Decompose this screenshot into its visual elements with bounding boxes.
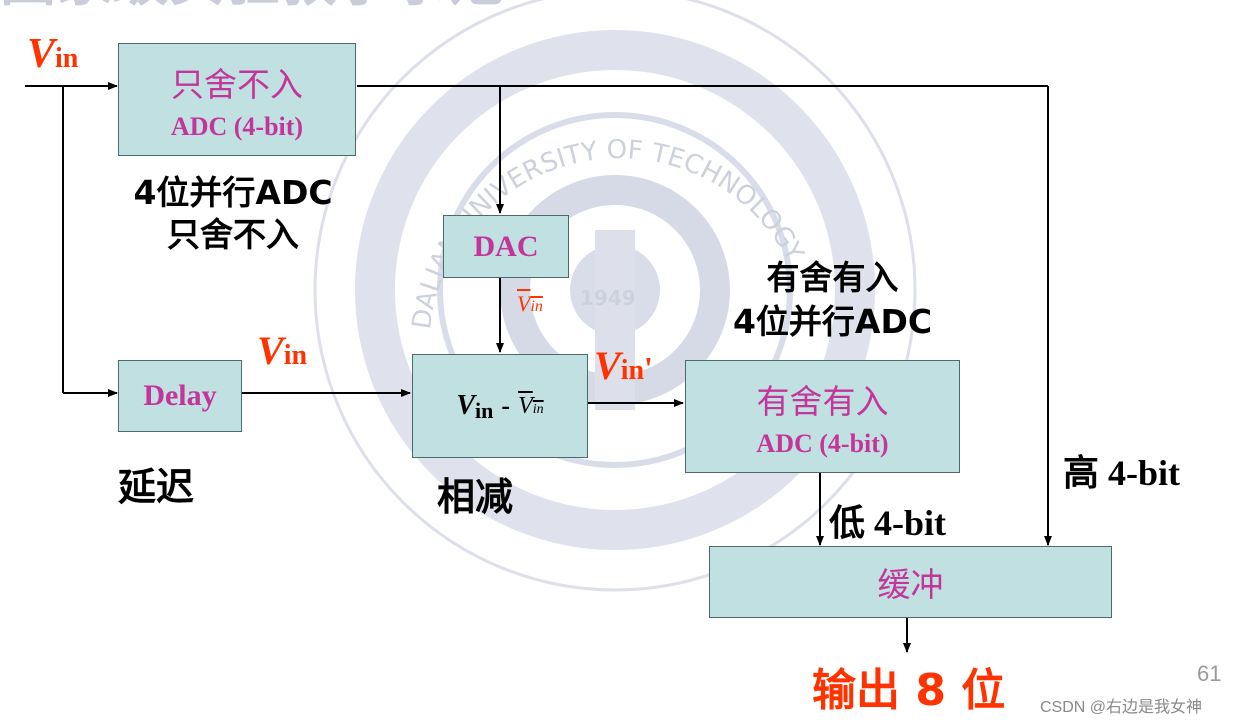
sub-minus: - — [501, 391, 511, 420]
adc1-subtitle: ADC (4-bit) — [170, 111, 304, 141]
dac-block: DAC — [443, 215, 569, 278]
vin-prime-label: Vin' — [594, 343, 653, 388]
adc2-title: 有舍有入 — [756, 381, 889, 421]
subtractor-caption: 相减 — [437, 475, 514, 519]
adc-truncating-block: 只舍不入 ADC (4-bit) — [118, 43, 356, 156]
adc1-title: 只舍不入 — [171, 64, 303, 104]
delay-title: Delay — [143, 379, 217, 412]
buffer-title: 缓冲 — [877, 565, 944, 604]
adc2-caption: 有舍有入 4位并行ADC — [700, 256, 965, 344]
sub-in: in — [475, 398, 494, 423]
sub-vbar: Vin — [518, 392, 544, 419]
watermark-year: 1949 — [580, 286, 636, 310]
delay-block: Delay — [118, 360, 242, 432]
csdn-credit: CSDN @右边是我女神 — [1040, 699, 1203, 716]
adc1-caption-line1: 4位并行ADC — [133, 173, 333, 212]
adc2-caption-line2: 4位并行ADC — [732, 302, 933, 341]
vin-bar-label: Vin — [517, 291, 543, 316]
low-bits-label: 低 4-bit — [829, 503, 947, 543]
dac-title: DAC — [473, 229, 539, 263]
adc2-subtitle: ADC (4-bit) — [756, 428, 889, 458]
output-label: 输出 8 位 — [812, 665, 1006, 716]
page-number: 61 — [1197, 661, 1222, 686]
sub-v: V — [456, 390, 476, 421]
subtractor-block: V in - Vin — [412, 354, 588, 458]
adc-rounding-block: 有舍有入 ADC (4-bit) — [685, 360, 960, 473]
adc1-caption: 4位并行ADC 只舍不入 — [108, 172, 358, 256]
vin-delayed-label: Vin — [257, 328, 308, 373]
watermark-arc-text: 国家级实验教学示范 — [0, 0, 504, 14]
buffer-block: 缓冲 — [709, 546, 1112, 618]
vin-input-label: Vin — [27, 31, 79, 77]
delay-caption: 延迟 — [118, 465, 195, 509]
adc1-caption-line2: 只舍不入 — [167, 215, 299, 254]
adc2-caption-line1: 有舍有入 — [766, 258, 899, 297]
high-bits-label: 高 4-bit — [1063, 453, 1181, 493]
